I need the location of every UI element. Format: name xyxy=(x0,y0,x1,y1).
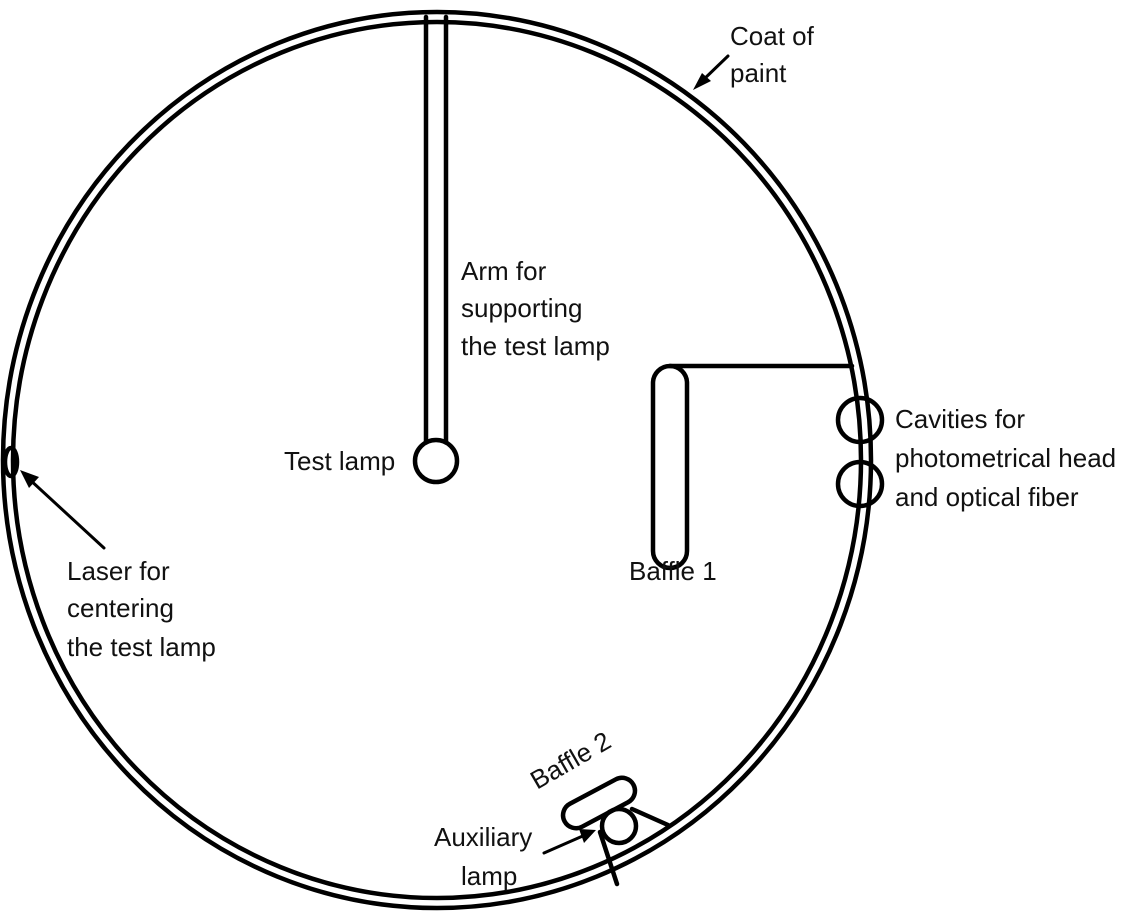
arm-label: Arm for supporting the test lamp xyxy=(461,256,610,361)
aux-lamp-label: Auxiliary lamp xyxy=(434,822,539,891)
cavities-label-line3: and optical fiber xyxy=(895,482,1079,512)
auxiliary-lamp xyxy=(599,806,639,846)
coat-label-line2: paint xyxy=(730,58,787,88)
laser-label-line2: centering xyxy=(67,593,174,623)
baffle-1-body xyxy=(650,363,690,571)
cavities-label-line1: Cavities for xyxy=(895,404,1025,434)
sphere-outer-wall xyxy=(0,9,874,911)
test-lamp xyxy=(412,437,460,485)
sphere-wall xyxy=(0,9,874,911)
baffle-2-assembly xyxy=(560,775,671,887)
baffle-1 xyxy=(650,363,855,571)
coat-label: Coat of paint xyxy=(730,21,821,88)
laser-label-line1: Laser for xyxy=(67,556,170,586)
laser-label: Laser for centering the test lamp xyxy=(67,556,216,662)
arm-label-line3: the test lamp xyxy=(461,331,610,361)
cavities-label-line2: photometrical head xyxy=(895,443,1116,473)
optical-fiber-cavity xyxy=(835,459,885,509)
detector-cavities xyxy=(835,395,885,509)
arm-label-line2: supporting xyxy=(461,293,582,323)
aux-lamp-label-line2: lamp xyxy=(461,861,517,891)
aux-lamp-label-line1: Auxiliary xyxy=(434,822,532,852)
baffle-2-body xyxy=(560,775,638,831)
lamp-support-arm xyxy=(423,14,449,445)
aux-lamp-housing xyxy=(597,806,671,887)
photometer-head-cavity xyxy=(835,395,885,445)
aux-lamp-arrow xyxy=(542,829,596,855)
coat-label-line1: Coat of xyxy=(730,21,815,51)
test-lamp-label: Test lamp xyxy=(284,446,395,476)
laser-port xyxy=(2,445,20,479)
laser-arrow xyxy=(20,470,106,550)
sphere-inner-wall xyxy=(10,19,864,901)
coat-arrow xyxy=(693,54,730,90)
laser-label-line3: the test lamp xyxy=(67,632,216,662)
cavities-label: Cavities for photometrical head and opti… xyxy=(895,404,1123,512)
baffle-1-label: Baffle 1 xyxy=(629,556,717,586)
arm-label-line1: Arm for xyxy=(461,256,547,286)
